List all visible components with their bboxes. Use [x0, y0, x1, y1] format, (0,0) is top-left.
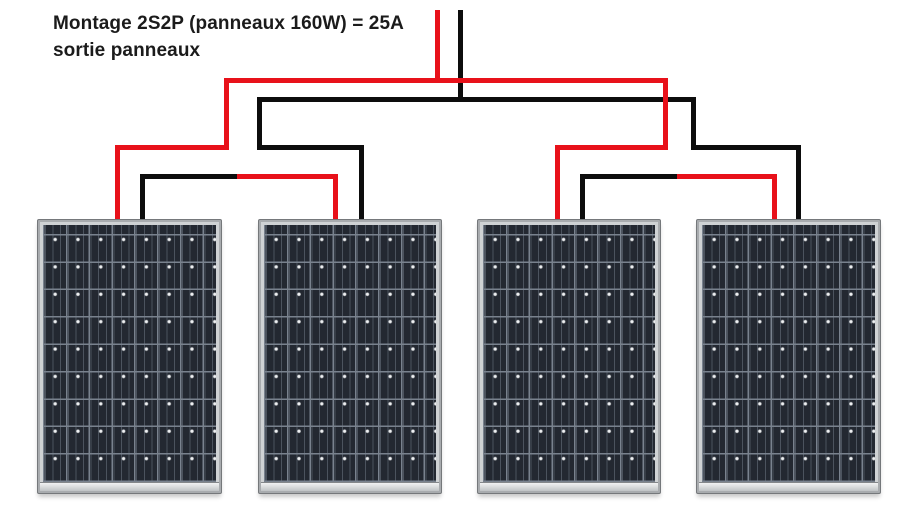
wire-output-negative-stub — [458, 10, 463, 102]
solar-panel-2-cells — [264, 225, 436, 482]
wire-panel3-positive-drop — [555, 145, 560, 220]
wire-negative-bus-left-drop — [257, 97, 262, 150]
wire-positive-right-horizontal — [555, 145, 668, 150]
wire-negative-bus — [257, 97, 694, 102]
wire-positive-left-horizontal — [115, 145, 229, 150]
wire-panel4-negative-drop — [796, 145, 801, 220]
solar-panel-2 — [259, 220, 441, 493]
wire-series2-positive-horizontal — [677, 174, 777, 179]
wire-positive-bus-right-drop — [663, 78, 668, 150]
wire-negative-right-horizontal — [691, 145, 801, 150]
wire-negative-left-horizontal — [257, 145, 364, 150]
wire-series1-positive-vertical — [333, 174, 338, 220]
wire-positive-bus — [224, 78, 668, 83]
wire-series2-negative-horizontal — [580, 174, 677, 179]
solar-panel-1-cells — [43, 225, 216, 482]
diagram-title-line2: sortie panneaux — [53, 40, 201, 61]
wire-series1-negative-horizontal — [140, 174, 237, 179]
diagram-title: Montage 2S2P (panneaux 160W) = 25A sorti… — [53, 10, 404, 64]
wire-panel2-negative-drop — [359, 145, 364, 220]
wire-negative-bus-right-drop — [691, 97, 696, 150]
solar-panel-3-cells — [483, 225, 655, 482]
diagram-title-line1: Montage 2S2P (panneaux 160W) = 25A — [53, 13, 404, 34]
solar-panel-4-frame-bottom — [699, 482, 878, 491]
wire-output-positive-stub — [435, 10, 440, 83]
solar-panel-1-frame-bottom — [40, 482, 219, 491]
solar-panel-3-frame-bottom — [480, 482, 658, 491]
solar-panel-2-frame-bottom — [261, 482, 439, 491]
wire-series1-positive-horizontal — [237, 174, 338, 179]
solar-panel-3 — [478, 220, 660, 493]
wire-series1-negative-vertical — [140, 174, 145, 220]
wire-series2-negative-vertical — [580, 174, 585, 220]
solar-panel-4-cells — [702, 225, 875, 482]
wire-series2-positive-vertical — [772, 174, 777, 220]
wire-positive-bus-left-drop — [224, 78, 229, 150]
wire-panel1-positive-drop — [115, 145, 120, 220]
solar-panel-1 — [38, 220, 221, 493]
solar-panel-4 — [697, 220, 880, 493]
